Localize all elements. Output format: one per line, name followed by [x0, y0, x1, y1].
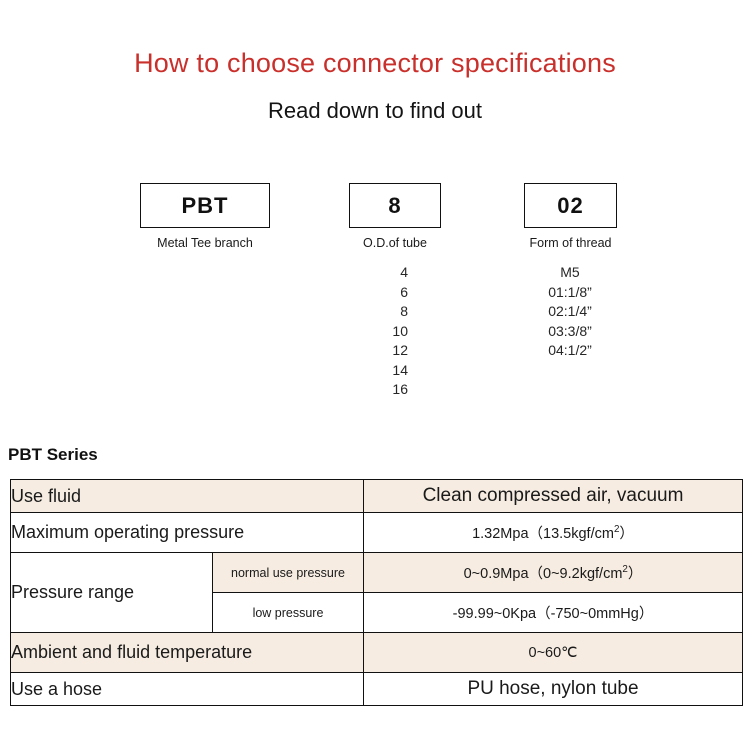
spec-row-value: -99.99~0Kpa（-750~0mmHg） — [363, 592, 743, 633]
spec-row-label: Pressure range — [10, 552, 213, 633]
spec-row-value: 0~0.9Mpa（0~9.2kgf/cm2） — [363, 552, 743, 593]
option-item: 4 — [400, 264, 408, 280]
option-item: 12 — [392, 342, 408, 358]
spec-sub-label: low pressure — [212, 592, 364, 633]
option-item: 14 — [392, 361, 408, 378]
spec-row-label: Ambient and fluid temperature — [10, 632, 364, 673]
tube-od-code-box: 8 — [349, 183, 441, 228]
option-item: 6 — [400, 283, 408, 300]
table-row: low pressure-99.99~0Kpa（-750~0mmHg） — [11, 592, 743, 633]
spec-sub-label: normal use pressure — [212, 552, 364, 593]
spec-row-value: 1.32Mpa（13.5kgf/cm2） — [363, 512, 743, 553]
page-subtitle: Read down to find out — [267, 98, 483, 123]
option-item: 04:1/2” — [548, 342, 592, 358]
series-code-box: PBT — [140, 183, 270, 228]
option-item: 16 — [392, 381, 408, 397]
option-item: 8 — [400, 303, 408, 319]
spec-row-label: Use fluid — [10, 479, 364, 513]
thread-form-code-caption: Form of thread — [529, 236, 612, 250]
spec-row-value: PU hose, nylon tube — [363, 672, 743, 706]
thread-form-option-list: M5 01:1/8” 02:1/4” 03:3/8” 04:1/2” — [510, 263, 630, 361]
option-item: 03:3/8” — [548, 322, 592, 339]
option-item: 02:1/4” — [548, 303, 592, 319]
page-title: How to choose connector specifications — [134, 48, 616, 78]
tube-od-option-list: 4 6 8 10 12 14 16 — [352, 263, 408, 400]
series-code-caption: Metal Tee branch — [157, 236, 253, 250]
spec-row-label: Use a hose — [10, 672, 364, 706]
thread-form-code-box: 02 — [524, 183, 617, 228]
spec-row-value: 0~60℃ — [363, 632, 743, 673]
option-item: 10 — [392, 322, 408, 339]
option-item: M5 — [560, 264, 580, 280]
option-item: 01:1/8” — [548, 283, 592, 300]
spec-row-label: Maximum operating pressure — [10, 512, 364, 553]
series-label: PBT Series — [8, 445, 98, 464]
spec-row-value: Clean compressed air, vacuum — [363, 479, 743, 513]
tube-od-code-caption: O.D.of tube — [363, 236, 427, 250]
